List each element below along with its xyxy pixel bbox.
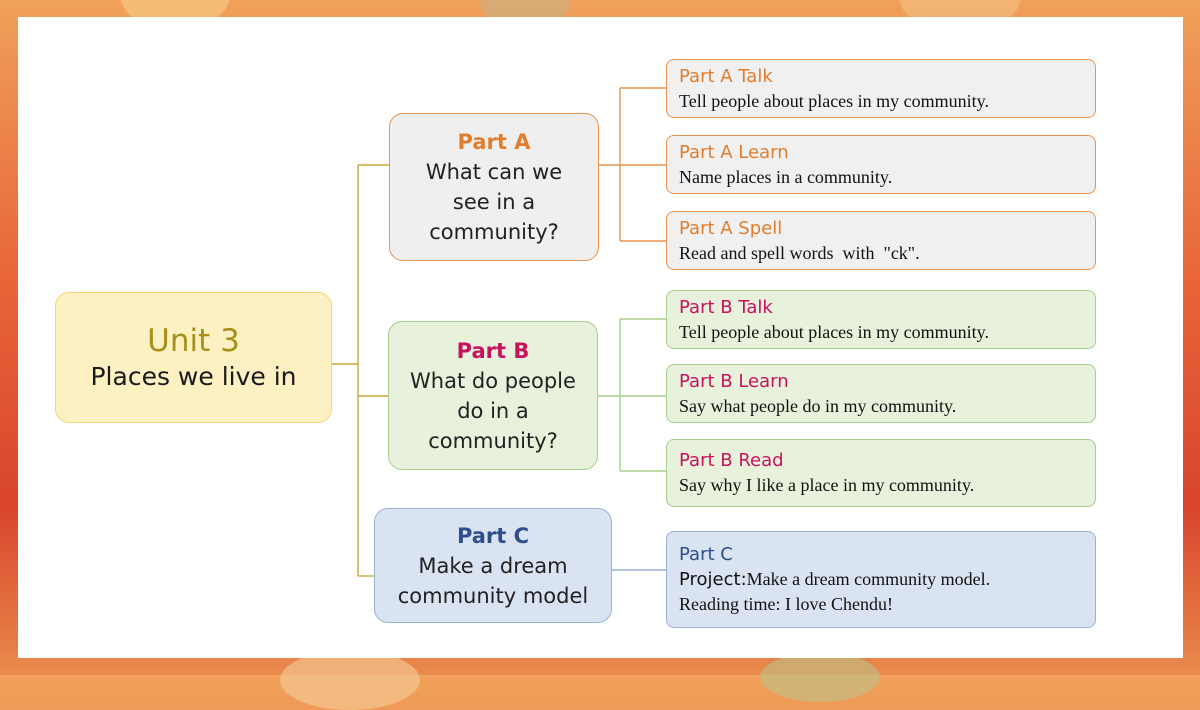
root-title: Unit 3 (147, 322, 240, 359)
connector-lines (332, 87, 666, 577)
leaf-part-b-talk: Part B Talk Tell people about places in … (666, 290, 1096, 349)
leaf-description: Tell people about places in my community… (679, 90, 989, 111)
part-a-question: What can we see in a community? (425, 160, 563, 244)
root-node: Unit 3 Places we live in (55, 292, 332, 423)
leaf-title: Part B Learn (679, 370, 789, 392)
leaf-description: Say why I like a place in my community. (679, 475, 975, 495)
part-a-node: Part A What can we see in a community? (389, 113, 599, 261)
part-c-topic: Make a dream community model (397, 553, 589, 608)
part-a-heading: Part A (457, 130, 531, 154)
leaf-project-line: Project:Make a dream community model. (679, 567, 1083, 592)
leaf-part-a-talk: Part A Talk Tell people about places in … (666, 59, 1096, 118)
leaf-title: Part B Read (679, 450, 784, 471)
leaf-title: Part A Spell (679, 217, 783, 239)
part-c-heading: Part C (456, 523, 530, 548)
project-label: Project: (679, 569, 747, 590)
part-c-node: Part C Make a dream community model (374, 508, 612, 623)
leaf-title: Part C (679, 544, 733, 565)
leaf-description: Read and spell words with "ck". (679, 242, 920, 263)
project-description: Make a dream community model. (746, 569, 991, 589)
leaf-part-c: Part C Project:Make a dream community mo… (666, 531, 1096, 628)
part-b-heading: Part B (456, 338, 530, 363)
leaf-description: Say what people do in my community. (679, 395, 957, 416)
leaf-part-a-spell: Part A Spell Read and spell words with "… (666, 211, 1096, 270)
leaf-part-a-learn: Part A Learn Name places in a community. (666, 135, 1096, 194)
leaf-description: Tell people about places in my community… (679, 321, 989, 342)
leaf-title: Part A Talk (679, 65, 773, 87)
leaf-part-b-read: Part B Read Say why I like a place in my… (666, 439, 1096, 507)
leaf-title: Part B Talk (679, 296, 773, 318)
leaf-part-b-learn: Part B Learn Say what people do in my co… (666, 364, 1096, 423)
root-subtitle: Places we live in (90, 361, 297, 391)
leaf-description: Name places in a community. (679, 166, 893, 187)
leaf-title: Part A Learn (679, 141, 789, 163)
leaf-reading-line: Reading time: I love Chendu! (679, 594, 893, 614)
part-b-node: Part B What do people do in a community? (388, 321, 598, 470)
part-b-question: What do people do in a community? (410, 368, 576, 453)
